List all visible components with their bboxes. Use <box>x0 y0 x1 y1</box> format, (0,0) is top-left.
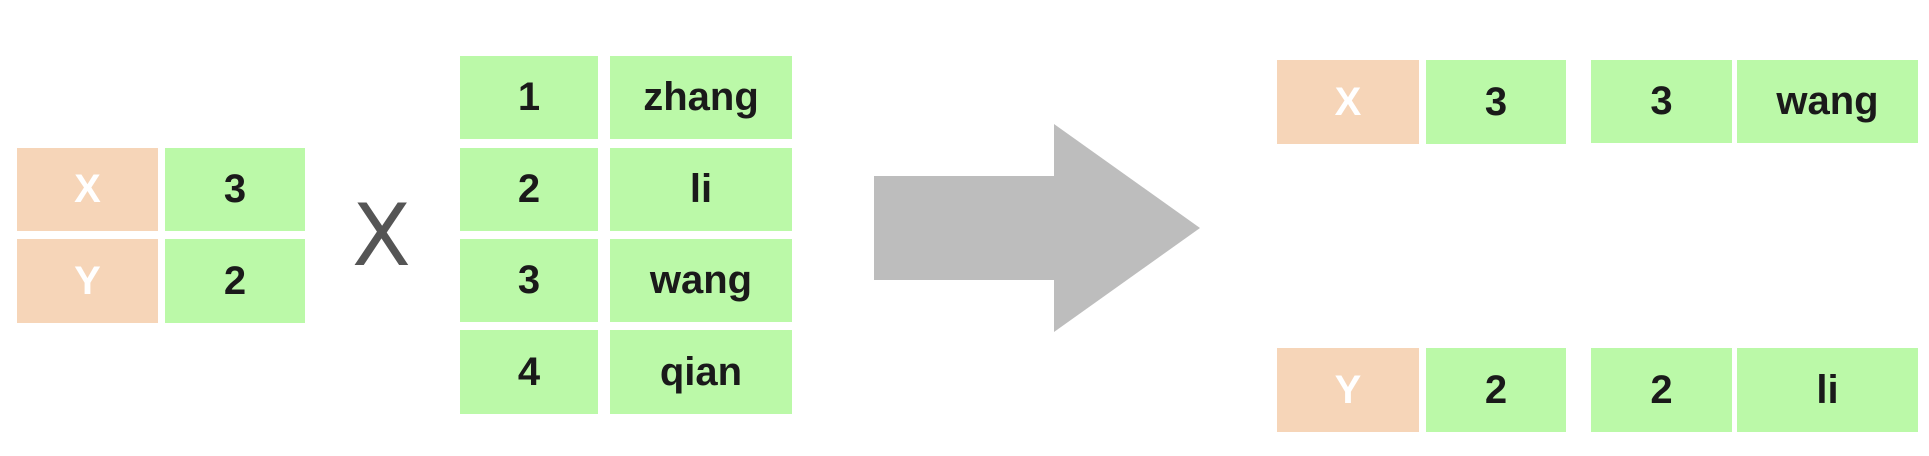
result-value-cell: 3 <box>1426 60 1566 144</box>
right-name-cell: li <box>610 148 792 231</box>
right-name-cell: wang <box>610 239 792 322</box>
result-key-cell: X <box>1277 60 1419 144</box>
right-arrow-icon <box>874 124 1200 332</box>
left-key-cell: X <box>17 148 158 231</box>
right-id-cell: 2 <box>460 148 598 231</box>
right-name-cell: zhang <box>610 56 792 139</box>
right-name-cell: qian <box>610 330 792 414</box>
result-key-cell: Y <box>1277 348 1419 432</box>
left-value-cell: 2 <box>165 239 305 323</box>
right-id-cell: 3 <box>460 239 598 322</box>
result-name-cell: wang <box>1737 60 1918 143</box>
right-id-cell: 4 <box>460 330 598 414</box>
times-operator: X <box>352 186 411 286</box>
left-key-cell: Y <box>17 239 158 323</box>
right-id-cell: 1 <box>460 56 598 139</box>
result-value-cell: 2 <box>1426 348 1566 432</box>
result-name-cell: li <box>1737 348 1918 432</box>
left-value-cell: 3 <box>165 148 305 231</box>
result-id-cell: 2 <box>1591 348 1732 432</box>
result-id-cell: 3 <box>1591 60 1732 143</box>
